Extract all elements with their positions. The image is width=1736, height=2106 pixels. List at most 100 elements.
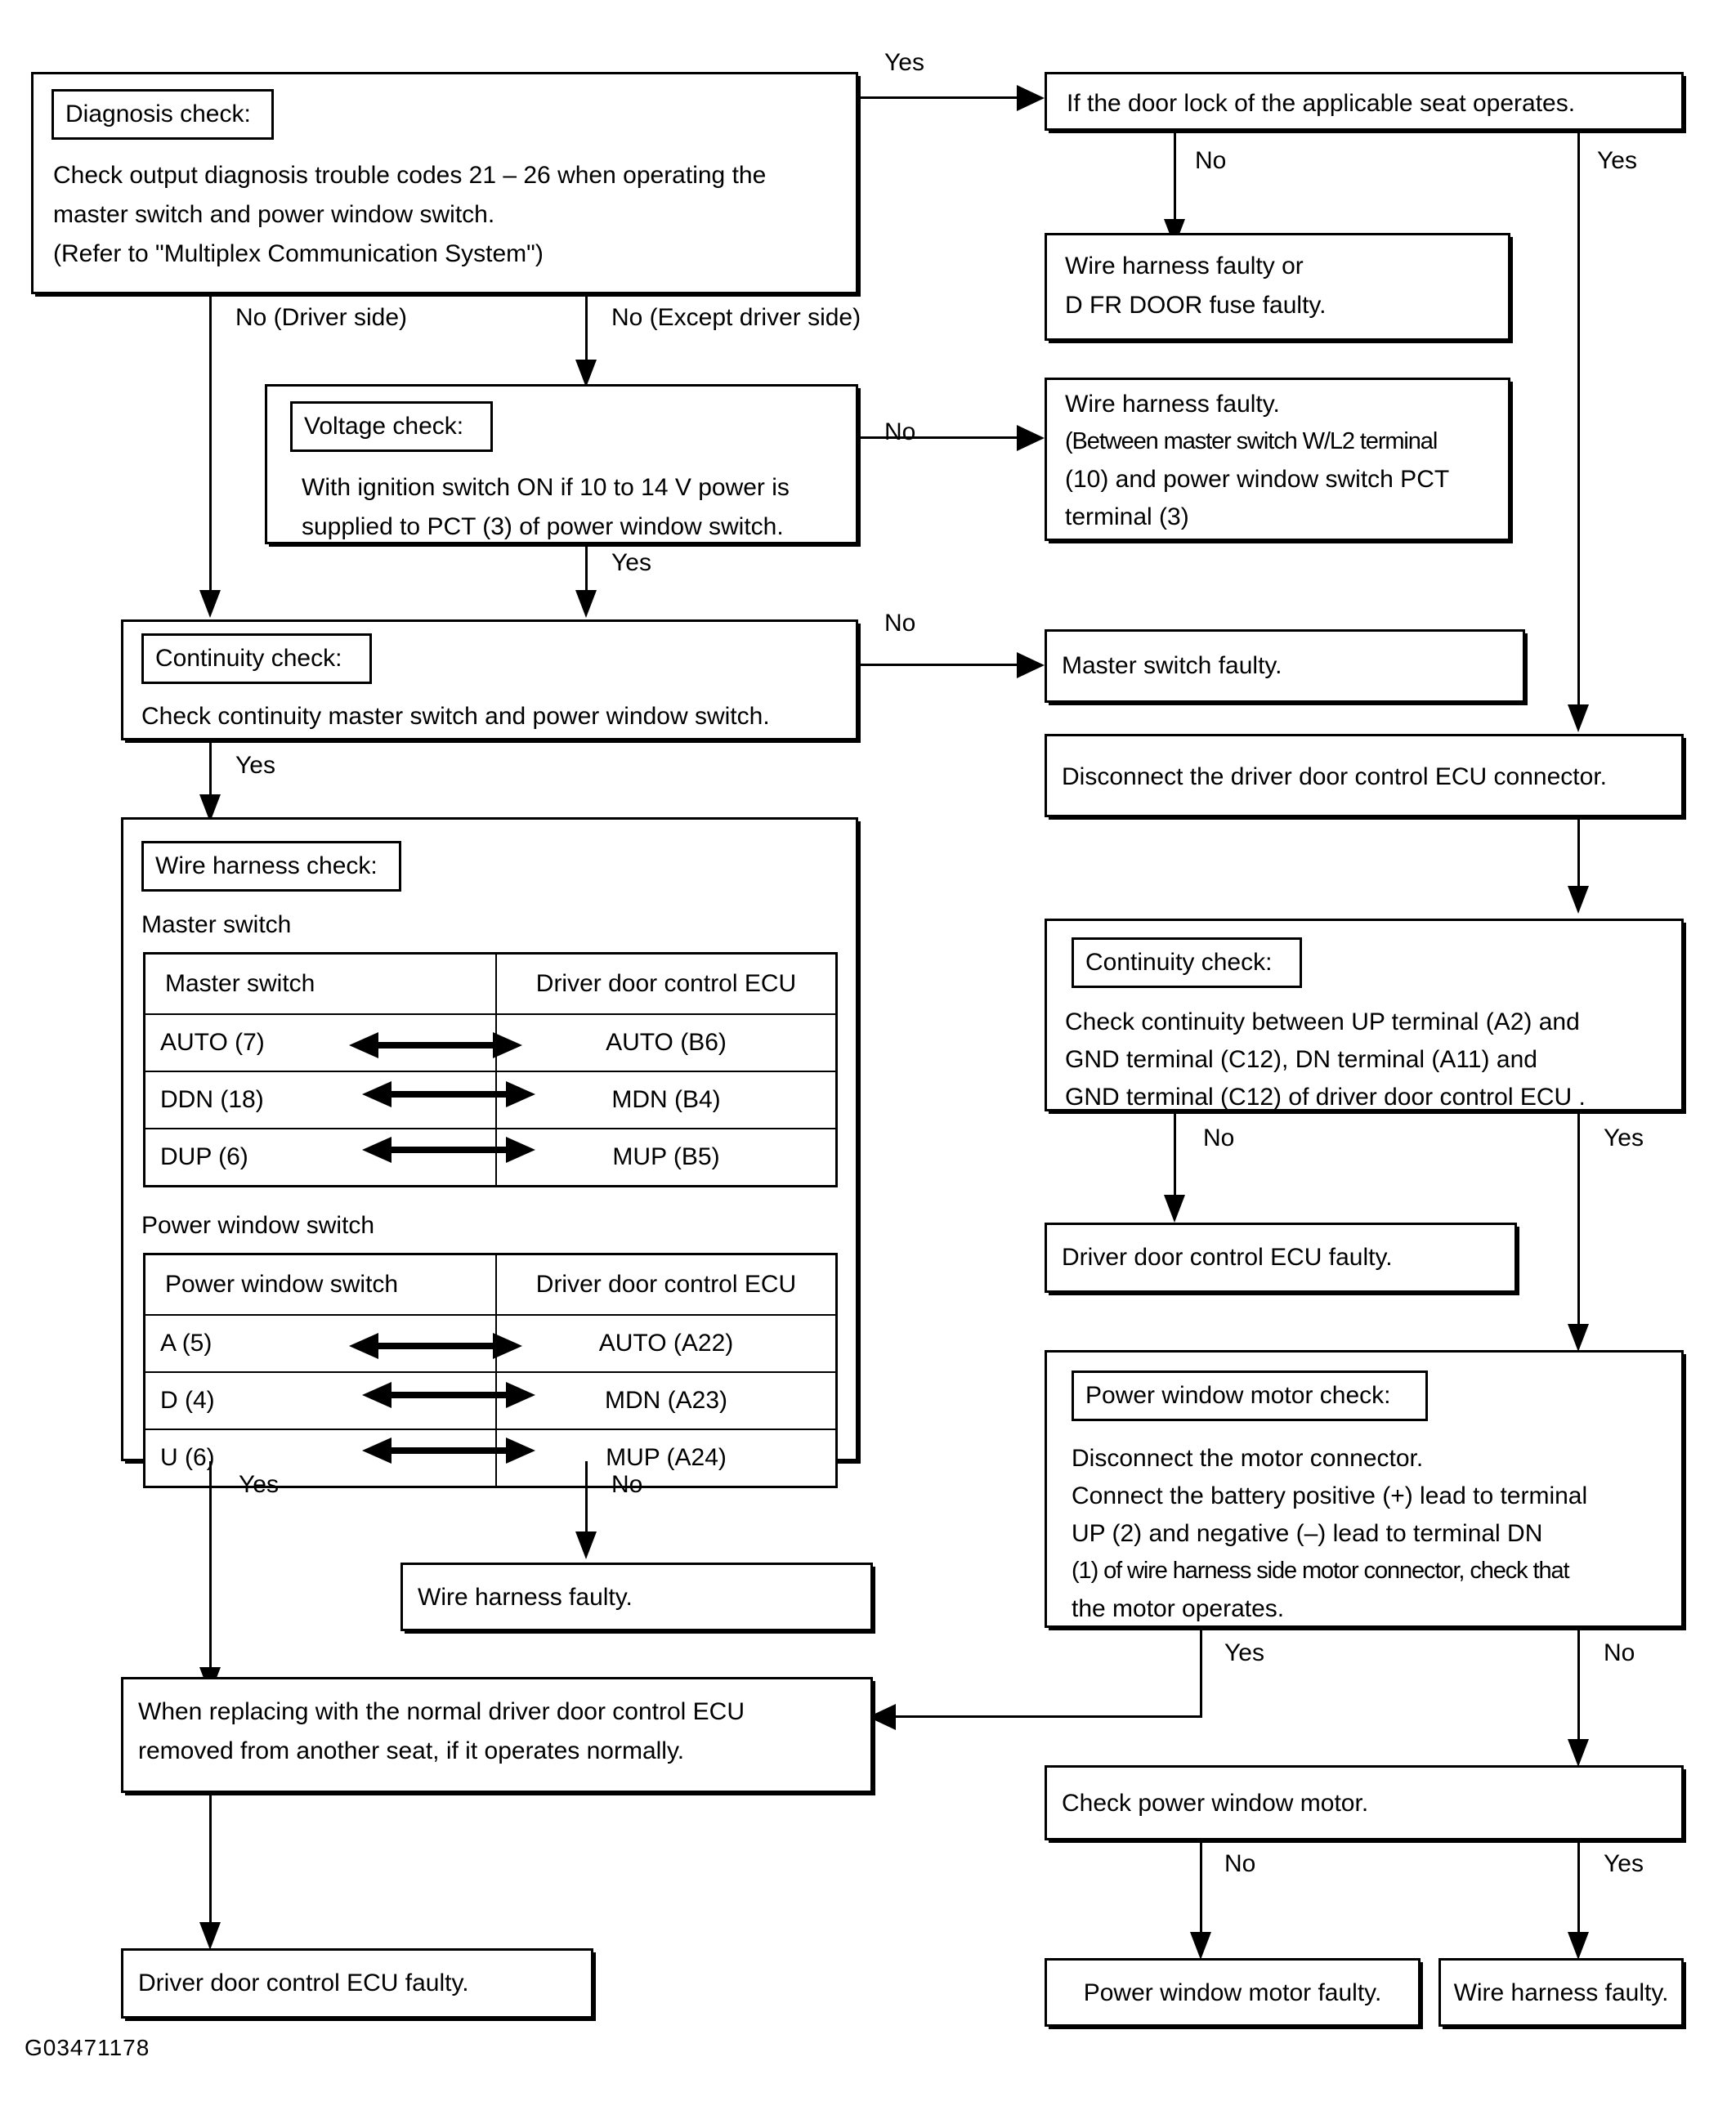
pwmc-line2: Connect the battery positive (+) lead to… <box>1072 1482 1588 1509</box>
edge-label-no-doorlock: No <box>1195 147 1227 174</box>
wh-fuse-line2: D FR DOOR fuse faulty. <box>1065 292 1327 319</box>
table-row: D (4) MDN (A23) <box>143 1371 838 1430</box>
edge-label-no-except-driver: No (Except driver side) <box>611 304 861 331</box>
table-row: Power window switch Driver door control … <box>143 1253 838 1316</box>
cell-header-ecu2: Driver door control ECU <box>495 1253 838 1316</box>
caption-power-window-switch: Power window switch <box>141 1212 375 1239</box>
ecu-faulty-bottom-text: Driver door control ECU faulty. <box>138 1970 469 1996</box>
edge-label-yes-motor: Yes <box>1224 1639 1264 1666</box>
continuity-check-right-tag: Continuity check: <box>1072 937 1302 988</box>
edge-motor-no <box>1577 1628 1580 1752</box>
edge-label-yes-checkmotor: Yes <box>1604 1850 1644 1877</box>
edge-voltage-no-arrow <box>1017 425 1045 451</box>
diagnosis-check-tag: Diagnosis check: <box>51 89 274 140</box>
voltage-check-line1: With ignition switch ON if 10 to 14 V po… <box>302 474 790 501</box>
edge-no-except-driver-arrow <box>575 360 597 387</box>
node-wire-harness-check: Wire harness check: Master switch Master… <box>121 817 858 1488</box>
door-lock-text: If the door lock of the applicable seat … <box>1067 90 1576 117</box>
power-window-motor-check-tag: Power window motor check: <box>1072 1370 1428 1421</box>
edge-whenreplacing-to-ecufaulty-arrow <box>199 1922 221 1950</box>
edge-label-no-wireharness: No <box>611 1471 643 1498</box>
cell-ecu-mupb5: MUP (B5) <box>495 1128 838 1187</box>
edge-voltage-yes <box>585 544 588 600</box>
edge-label-yes-wireharness: Yes <box>239 1471 279 1498</box>
edge-label-yes-voltage: Yes <box>611 549 651 576</box>
master-switch-faulty-text: Master switch faulty. <box>1062 652 1282 679</box>
edge-label-no-driver-side: No (Driver side) <box>235 304 408 331</box>
edge-voltage-no <box>858 436 1018 439</box>
cell-ecu-autoa22: AUTO (A22) <box>495 1314 838 1373</box>
cell-pws-u6: U (6) <box>143 1429 497 1488</box>
edge-wireharness-yes <box>209 1461 212 1679</box>
wh-faulty-bottom-text: Wire harness faulty. <box>1453 1979 1669 2006</box>
check-pwm-text: Check power window motor. <box>1062 1790 1369 1817</box>
cell-ecu-mupa24: MUP (A24) <box>495 1429 838 1488</box>
diagnosis-check-line1: Check output diagnosis trouble codes 21 … <box>53 162 767 189</box>
pwmc-line5: the motor operates. <box>1072 1595 1285 1622</box>
edge-continuity-right-no-arrow <box>1164 1195 1185 1223</box>
table-master-switch: Master switch Driver door control ECU AU… <box>143 952 838 1187</box>
pwm-faulty-text: Power window motor faulty. <box>1083 1979 1382 2006</box>
whfb-line4: terminal (3) <box>1065 503 1189 530</box>
cell-header-power-window-switch: Power window switch <box>143 1253 497 1316</box>
cell-ecu-mdna23: MDN (A23) <box>495 1371 838 1430</box>
table-row: U (6) MUP (A24) <box>143 1429 838 1488</box>
edge-doorlock-no <box>1174 131 1176 230</box>
edge-checkmotor-no <box>1200 1840 1202 1945</box>
edge-disconnect-to-continuity-arrow <box>1568 886 1589 914</box>
node-wire-harness-or-fuse: Wire harness faulty or D FR DOOR fuse fa… <box>1045 233 1510 341</box>
edge-whenreplacing-to-ecufaulty <box>209 1793 212 1934</box>
node-when-replacing: When replacing with the normal driver do… <box>121 1677 873 1793</box>
cell-header-ecu: Driver door control ECU <box>495 952 838 1015</box>
diagnosis-check-line2: master switch and power window switch. <box>53 201 495 228</box>
whfb-line2: (Between master switch W/L2 terminal <box>1065 428 1438 454</box>
pwmc-line1: Disconnect the motor connector. <box>1072 1445 1424 1472</box>
node-power-window-motor-check: Power window motor check: Disconnect the… <box>1045 1350 1684 1628</box>
pwmc-line4: (1) of wire harness side motor connector… <box>1072 1558 1570 1584</box>
cell-ms-dup6: DUP (6) <box>143 1128 497 1187</box>
cell-header-master-switch: Master switch <box>143 952 497 1015</box>
edge-continuity-right-yes-arrow <box>1568 1324 1589 1352</box>
edge-label-no-continuity-right: No <box>1203 1125 1235 1151</box>
node-ecu-faulty-right: Driver door control ECU faulty. <box>1045 1223 1517 1293</box>
edge-checkmotor-yes <box>1577 1840 1580 1945</box>
caption-master-switch: Master switch <box>141 911 292 938</box>
node-master-switch-faulty: Master switch faulty. <box>1045 629 1525 703</box>
edge-checkmotor-no-arrow <box>1190 1932 1211 1960</box>
node-check-power-window-motor: Check power window motor. <box>1045 1765 1684 1840</box>
node-ecu-faulty-bottom: Driver door control ECU faulty. <box>121 1948 593 2019</box>
node-wire-harness-faulty-bottom: Wire harness faulty. <box>1438 1958 1684 2027</box>
cell-pws-d4: D (4) <box>143 1371 497 1430</box>
voltage-check-tag: Voltage check: <box>290 401 493 452</box>
node-power-window-motor-faulty: Power window motor faulty. <box>1045 1958 1421 2027</box>
cell-ms-ddn18: DDN (18) <box>143 1071 497 1129</box>
continuity-right-line2: GND terminal (C12), DN terminal (A11) an… <box>1065 1046 1537 1073</box>
pwmc-line3: UP (2) and negative (–) lead to terminal… <box>1072 1520 1543 1547</box>
ecu-faulty-right-text: Driver door control ECU faulty. <box>1062 1244 1393 1271</box>
cell-ms-auto7: AUTO (7) <box>143 1013 497 1072</box>
node-continuity-check-left: Continuity check: Check continuity maste… <box>121 619 858 740</box>
cell-ecu-mdnb4: MDN (B4) <box>495 1071 838 1129</box>
edge-label-yes-continuity-right: Yes <box>1604 1125 1644 1151</box>
node-door-lock-operates: If the door lock of the applicable seat … <box>1045 72 1684 131</box>
edge-label-yes-continuity-left: Yes <box>235 752 275 779</box>
table-row: DUP (6) MUP (B5) <box>143 1128 838 1187</box>
edge-wireharness-no <box>585 1461 588 1543</box>
edge-label-yes-top: Yes <box>884 49 924 76</box>
edge-doorlock-yes <box>1577 131 1580 719</box>
table-row: Master switch Driver door control ECU <box>143 952 838 1015</box>
continuity-right-line1: Check continuity between UP terminal (A2… <box>1065 1008 1580 1035</box>
when-replacing-line2: removed from another seat, if it operate… <box>138 1737 685 1764</box>
edge-motor-yes-vert <box>1200 1628 1202 1718</box>
edge-no-driver-side <box>209 294 212 600</box>
whfb-line3: (10) and power window switch PCT <box>1065 466 1450 493</box>
edge-continuity-left-no <box>858 664 1018 666</box>
edge-no-except-driver <box>585 294 588 369</box>
wh-fuse-line1: Wire harness faulty or <box>1065 253 1304 279</box>
edge-wireharness-no-arrow <box>575 1531 597 1559</box>
node-disconnect-ecu-connector: Disconnect the driver door control ECU c… <box>1045 734 1684 817</box>
edge-continuity-right-yes <box>1577 1111 1580 1337</box>
edge-continuity-right-no <box>1174 1111 1176 1208</box>
edge-diagnosis-to-doorlock-arrow <box>1017 85 1045 111</box>
